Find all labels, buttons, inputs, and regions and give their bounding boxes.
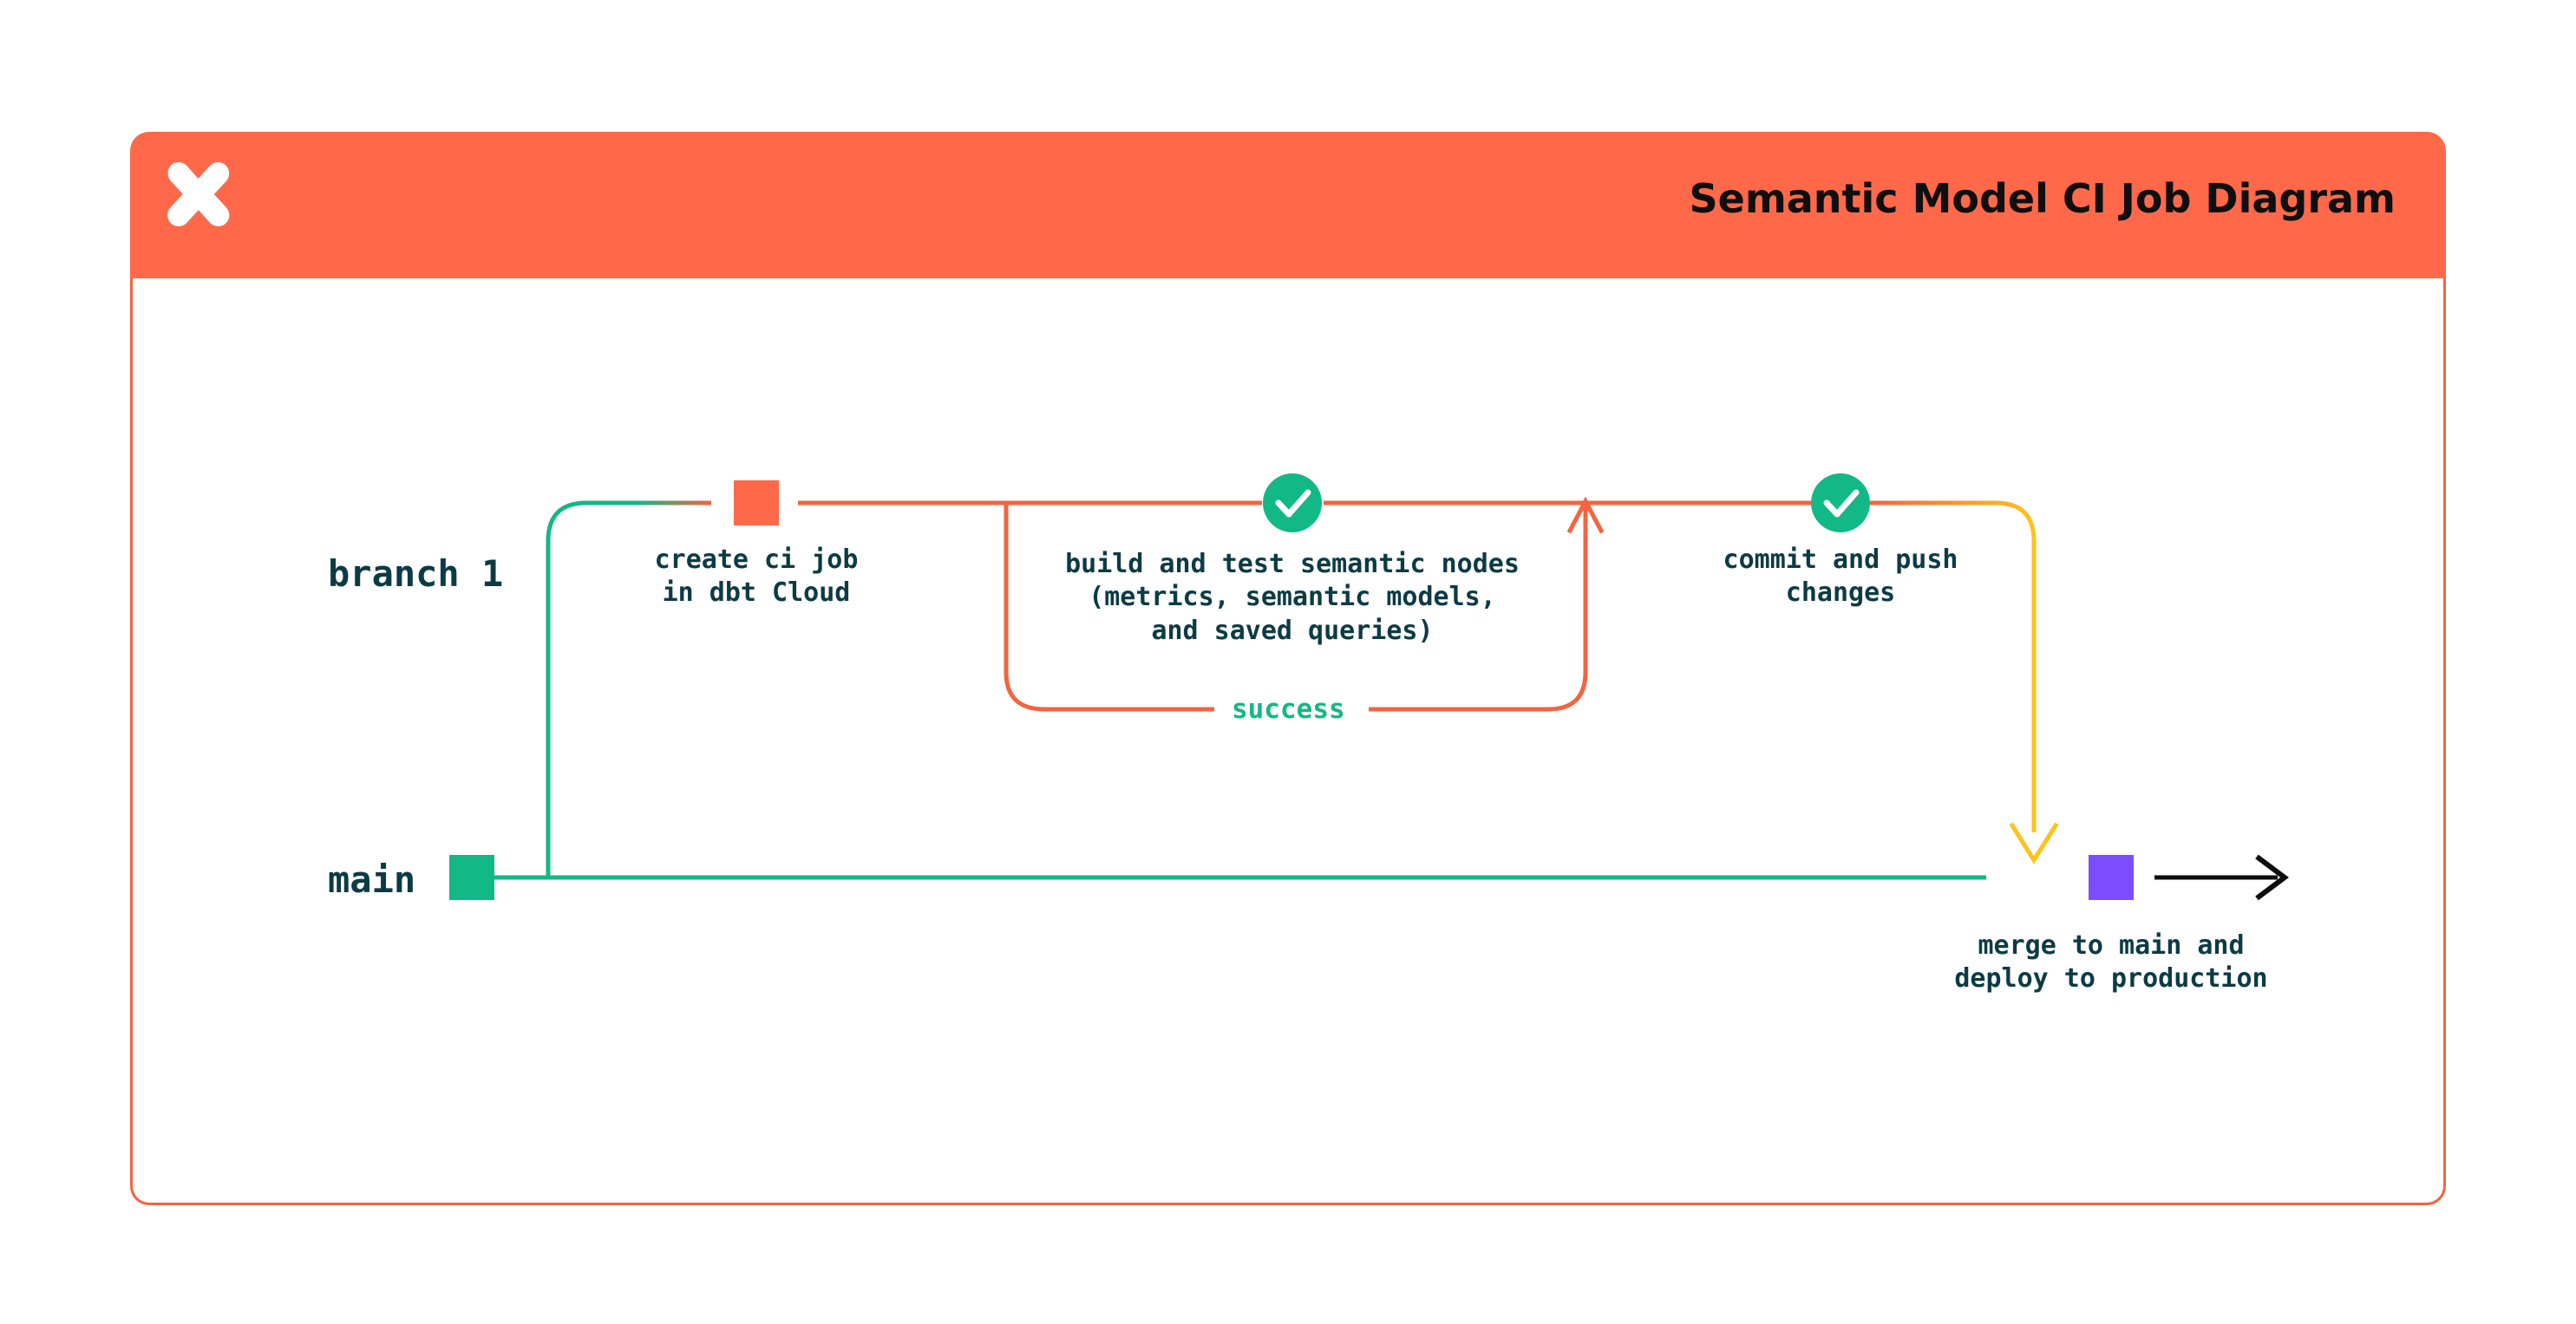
step-label-commit-and-push: commit and push changes xyxy=(1723,545,1958,609)
page-title: Semantic Model CI Job Diagram xyxy=(1689,175,2396,222)
card-body xyxy=(130,278,2446,1205)
step-label-build-and-test: build and test semantic nodes (metrics, … xyxy=(1065,549,1520,646)
loop-label-success: success xyxy=(1219,694,1357,725)
step-label-create-ci-job: create ci job in dbt Cloud xyxy=(654,545,859,609)
branch-label-branch-1: branch 1 xyxy=(328,552,504,595)
dbt-logo-icon xyxy=(160,154,240,234)
step-label-merge-to-main: merge to main and deploy to production xyxy=(1954,930,2268,995)
diagram-card: Semantic Model CI Job Diagram xyxy=(130,132,2446,1205)
card-header: Semantic Model CI Job Diagram xyxy=(130,132,2446,281)
branch-label-main: main xyxy=(328,858,416,901)
